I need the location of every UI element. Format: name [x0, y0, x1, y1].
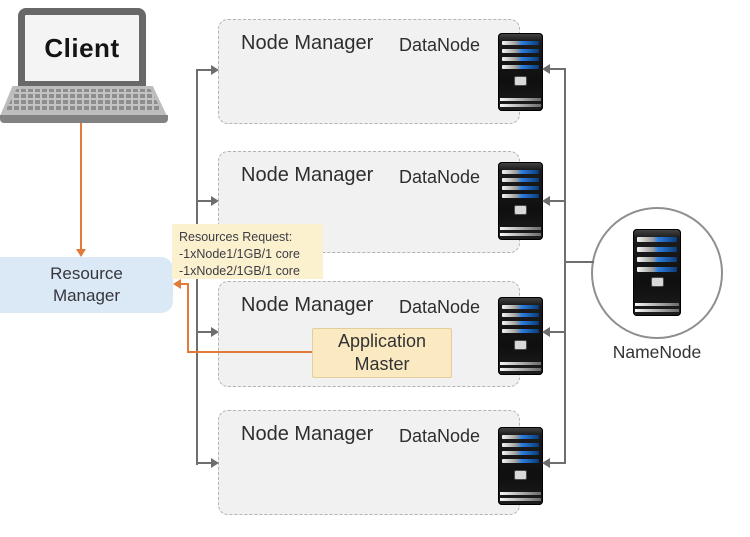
namenode-branch-arrowhead-3-icon: [542, 327, 550, 337]
rm-branch-line-2: [197, 200, 212, 202]
application-master-node: Application Master: [312, 328, 452, 378]
application-master-label-line2: Master: [354, 354, 410, 374]
namenode-branch-line-4: [550, 462, 566, 464]
datanode-label-2: DataNode: [399, 167, 481, 187]
resource-manager-node: Resource Manager: [0, 257, 173, 313]
rm-branch-line-1: [197, 69, 212, 71]
resources-request-line-2: -1xNode2/1GB/1 core: [179, 264, 300, 278]
rm-branch-arrowhead-3-icon: [211, 327, 219, 337]
namenode-branch-arrowhead-2-icon: [542, 196, 550, 206]
datanode-label-4: DataNode: [399, 426, 481, 446]
namenode-branch-arrowhead-1-icon: [542, 64, 550, 74]
datanode-server-1-icon: [498, 33, 543, 111]
node-manager-label-4: Node Manager: [241, 423, 374, 445]
node-box-1: Node Manager DataNode: [218, 19, 520, 124]
datanode-label-1: DataNode: [399, 35, 481, 55]
rm-branch-line-3: [197, 331, 212, 333]
laptop-bottom-edge-icon: [0, 115, 168, 123]
rm-branch-arrowhead-2-icon: [211, 196, 219, 206]
namenode-server-icon: [633, 229, 681, 316]
rm-branch-line-4: [197, 462, 212, 464]
node-manager-label-2: Node Manager: [241, 164, 374, 186]
namenode-trunk-line: [564, 69, 566, 463]
resources-request-line-1: -1xNode1/1GB/1 core: [179, 247, 300, 261]
node-manager-label-1: Node Manager: [241, 32, 374, 54]
namenode-connector-line: [565, 261, 594, 263]
datanode-server-3-icon: [498, 297, 543, 375]
resource-manager-label-line2: Manager: [52, 286, 121, 305]
am-to-rm-line-end: [181, 283, 189, 285]
laptop-keyboard-icon: [0, 86, 167, 116]
resources-request-title: Resources Request:: [179, 230, 293, 244]
datanode-label-3: DataNode: [399, 297, 481, 317]
rm-branch-arrowhead-1-icon: [211, 65, 219, 75]
namenode-branch-line-1: [550, 68, 566, 70]
namenode-branch-line-3: [550, 331, 566, 333]
client-label: Client: [44, 32, 120, 63]
namenode-branch-line-2: [550, 200, 566, 202]
resource-manager-label-line1: Resource: [50, 264, 123, 283]
client-to-rm-arrowhead-icon: [76, 249, 86, 257]
application-master-label-line1: Application: [337, 331, 427, 351]
namenode-label: NameNode: [612, 342, 702, 362]
node-manager-label-3: Node Manager: [241, 294, 374, 316]
am-to-rm-line-vertical: [187, 283, 189, 353]
laptop-keys-icon: [5, 89, 162, 110]
client-laptop-icon: Client: [18, 8, 146, 88]
am-to-rm-arrowhead-icon: [173, 279, 181, 289]
resources-request-note: Resources Request: -1xNode1/1GB/1 core -…: [172, 224, 323, 279]
datanode-server-4-icon: [498, 427, 543, 505]
node-box-4: Node Manager DataNode: [218, 410, 520, 515]
client-to-rm-arrow-line: [80, 123, 82, 249]
datanode-server-2-icon: [498, 162, 543, 240]
namenode-branch-arrowhead-4-icon: [542, 458, 550, 468]
rm-branch-arrowhead-4-icon: [211, 458, 219, 468]
am-to-rm-line-horizontal: [187, 351, 312, 353]
